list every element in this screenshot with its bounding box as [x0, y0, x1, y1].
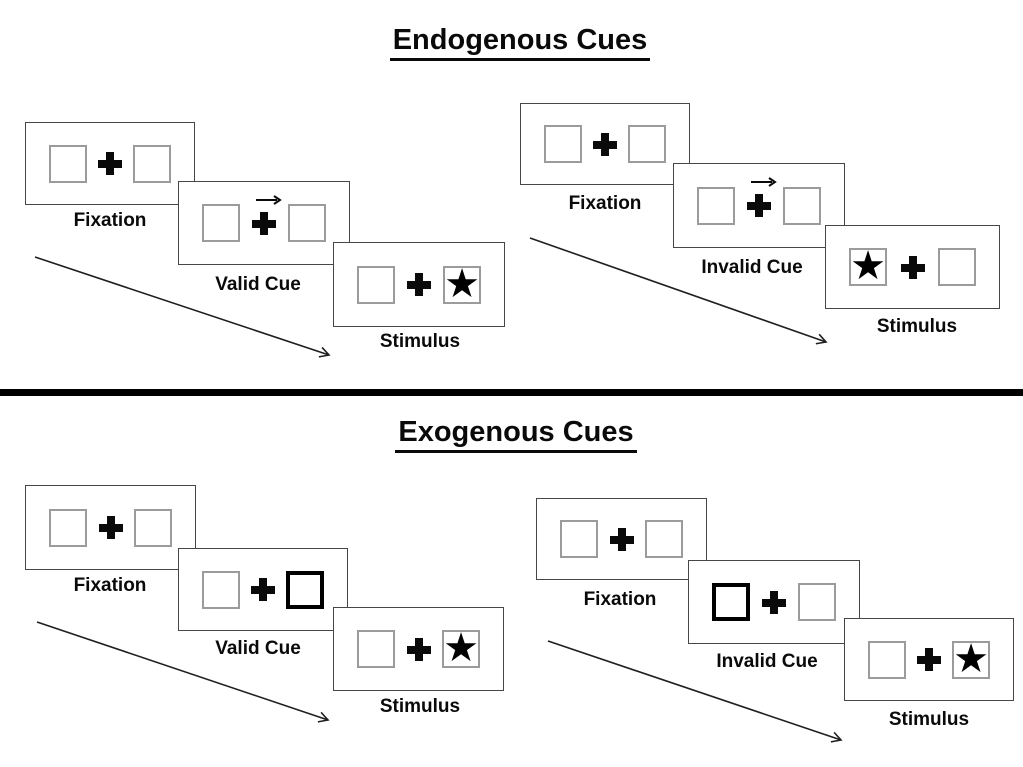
exogenous-section-title-wrap: Exogenous Cues	[16, 416, 1016, 453]
left-box	[560, 520, 598, 558]
left-box: ★	[849, 243, 887, 289]
right-arrow-icon	[256, 194, 282, 205]
right-box	[938, 248, 976, 286]
right-box	[288, 204, 326, 242]
panel-label: Stimulus	[379, 696, 461, 717]
timeline-arrow-endogenous-valid	[34, 256, 331, 358]
plus-icon	[762, 590, 786, 614]
right-box	[645, 520, 683, 558]
plus-icon	[252, 211, 276, 235]
right-box	[798, 583, 836, 621]
star-icon: ★	[953, 635, 989, 682]
right-box: ★	[443, 260, 481, 307]
plus-icon	[747, 194, 771, 217]
endogenous-valid-fixation-panel	[25, 122, 195, 205]
right-arrow-icon	[751, 177, 777, 187]
fixation-cross	[98, 152, 122, 175]
right-box	[133, 144, 171, 183]
left-box	[697, 186, 735, 225]
fixation-cross	[900, 255, 925, 279]
exogenous-invalid-stimulus-panel: ★	[844, 618, 1014, 701]
panel-label: Fixation	[73, 575, 147, 596]
exogenous-section-title: Exogenous Cues	[395, 416, 637, 453]
panel-label: Fixation	[568, 193, 642, 214]
left-box	[868, 640, 906, 679]
right-box: ★	[952, 635, 990, 682]
endogenous-invalid-cue-panel	[673, 163, 845, 248]
section-divider	[0, 389, 1023, 396]
star-icon: ★	[444, 260, 480, 307]
plus-icon	[98, 152, 122, 175]
exogenous-valid-cue-panel	[178, 548, 348, 631]
endogenous-invalid-fixation-panel	[520, 103, 690, 185]
plus-icon	[251, 578, 275, 601]
exogenous-invalid-fixation-panel	[536, 498, 707, 580]
left-box	[49, 508, 87, 547]
panel-label: Fixation	[73, 210, 147, 231]
star-icon: ★	[850, 243, 886, 289]
fixation-cross	[98, 516, 123, 539]
right-box	[628, 125, 666, 163]
fixation-cross	[406, 637, 431, 661]
endogenous-invalid-stimulus-panel: ★	[825, 225, 1000, 309]
left-box	[49, 144, 87, 183]
panel-label: Stimulus	[876, 316, 958, 337]
fixation-cross	[762, 590, 786, 614]
panel-label: Valid Cue	[215, 638, 301, 659]
endogenous-valid-cue-panel	[178, 181, 350, 265]
right-box	[134, 508, 172, 547]
plus-icon	[900, 255, 925, 279]
timeline-arrow-endogenous-invalid	[529, 237, 828, 345]
fixation-cross	[917, 648, 941, 671]
panel-label: Invalid Cue	[716, 651, 818, 672]
plus-icon	[917, 648, 941, 671]
left-box	[202, 204, 240, 242]
fixation-cross	[747, 177, 777, 217]
plus-icon	[98, 516, 123, 539]
panel-label: Valid Cue	[215, 274, 301, 295]
fixation-cross	[407, 273, 431, 296]
fixation-cross	[593, 132, 617, 156]
plus-icon	[593, 132, 617, 156]
fixation-cross	[251, 578, 275, 601]
plus-icon	[406, 637, 431, 661]
plus-icon	[407, 273, 431, 296]
left-box	[544, 125, 582, 163]
exogenous-valid-stimulus-panel: ★	[333, 607, 504, 691]
left-box	[202, 570, 240, 609]
endogenous-section-title: Endogenous Cues	[389, 24, 651, 61]
right-box	[783, 186, 821, 225]
left-box-highlighted-cue	[712, 583, 750, 621]
left-box	[357, 630, 395, 668]
panel-label: Stimulus	[379, 331, 461, 352]
right-box: ★	[442, 625, 480, 671]
timeline-arrow-exogenous-valid	[36, 621, 330, 723]
plus-icon	[609, 527, 634, 551]
endogenous-section-title-wrap: Endogenous Cues	[20, 24, 1020, 61]
panel-label: Invalid Cue	[701, 257, 803, 278]
fixation-cross	[609, 527, 634, 551]
exogenous-valid-fixation-panel	[25, 485, 196, 570]
panel-label: Stimulus	[888, 709, 970, 730]
exogenous-invalid-cue-panel	[688, 560, 860, 644]
fixation-cross	[252, 194, 282, 235]
right-box-highlighted-cue	[286, 570, 324, 609]
endogenous-valid-stimulus-panel: ★	[333, 242, 505, 327]
star-icon: ★	[443, 625, 479, 671]
panel-label: Fixation	[583, 589, 657, 610]
left-box	[357, 265, 395, 304]
